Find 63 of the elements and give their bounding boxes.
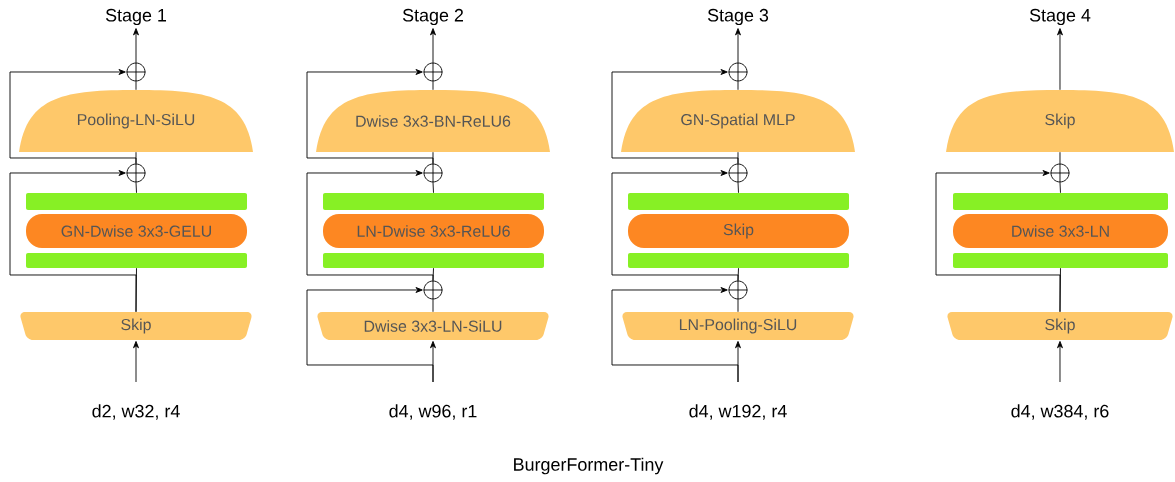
bottom-bun-block: Dwise 3x3-LN-SiLU	[317, 312, 549, 340]
connector-line	[135, 182, 137, 194]
bottom-bun-block: LN-Pooling-SiLU	[622, 312, 854, 340]
skip-connection-arrow	[9, 170, 137, 313]
connector-line	[432, 299, 434, 313]
connector-line	[432, 182, 434, 194]
sum-circle	[728, 62, 748, 82]
arrow	[430, 28, 436, 63]
stage-label: Stage 2	[402, 8, 463, 26]
skip-connection-arrow	[611, 69, 739, 164]
connector-line	[1059, 182, 1061, 194]
sum-circle	[126, 62, 146, 82]
sum-circle	[423, 163, 443, 183]
top-bun-block: Skip	[946, 90, 1174, 152]
skip-connection-arrow	[306, 287, 434, 383]
layer-bar	[628, 193, 849, 210]
skip-connection-arrow	[611, 287, 739, 383]
config-label: d4, w192, r4	[689, 404, 787, 420]
skip-connection-arrow	[306, 69, 434, 164]
layer-bar	[323, 253, 544, 268]
stage-label: Stage 4	[1029, 8, 1091, 26]
arrow	[1057, 28, 1063, 91]
patty-block: LN-Dwise 3x3-ReLU6	[323, 214, 544, 248]
arrow	[735, 28, 741, 63]
layer-bar	[953, 193, 1168, 210]
connector-line	[135, 81, 137, 91]
skip-connection-arrow	[306, 170, 434, 281]
patty-block: Dwise 3x3-LN	[953, 214, 1168, 248]
config-label: d4, w96, r1	[389, 404, 477, 420]
patty-block: Skip	[628, 214, 849, 248]
stage-label: Stage 1	[105, 8, 166, 26]
skip-connection-arrow	[9, 69, 137, 164]
layer-bar	[953, 253, 1168, 268]
connector-line	[432, 81, 434, 91]
layer-bar	[628, 253, 849, 268]
sum-circle	[423, 62, 443, 82]
connector-line	[737, 299, 739, 313]
connector-line	[737, 182, 739, 194]
config-label: d2, w32, r4	[92, 404, 180, 420]
sum-circle	[728, 280, 748, 300]
caption: BurgerFormer-Tiny	[514, 457, 664, 475]
connector-line	[737, 81, 739, 91]
skip-connection-arrow	[611, 170, 739, 281]
arrow	[133, 28, 139, 63]
connector-line	[1059, 151, 1061, 164]
sum-circle	[1050, 163, 1070, 183]
bottom-bun-block: Skip	[20, 312, 252, 340]
arrow	[133, 341, 139, 383]
top-bun-block: Dwise 3x3-BN-ReLU6	[316, 90, 550, 152]
skip-connection-arrow	[935, 170, 1061, 313]
arrow	[1057, 341, 1063, 383]
top-bun-block: GN-Spatial MLP	[621, 90, 855, 152]
layer-bar	[323, 193, 544, 210]
bottom-bun-block: Skip	[947, 312, 1173, 340]
top-bun-block: Pooling-LN-SiLU	[19, 90, 253, 152]
sum-circle	[423, 280, 443, 300]
patty-block: GN-Dwise 3x3-GELU	[26, 214, 247, 248]
stage-label: Stage 3	[707, 8, 769, 26]
layer-bar	[26, 193, 247, 210]
layer-bar	[26, 253, 247, 268]
sum-circle	[126, 163, 146, 183]
config-label: d4, w384, r6	[1011, 404, 1109, 420]
sum-circle	[728, 163, 748, 183]
